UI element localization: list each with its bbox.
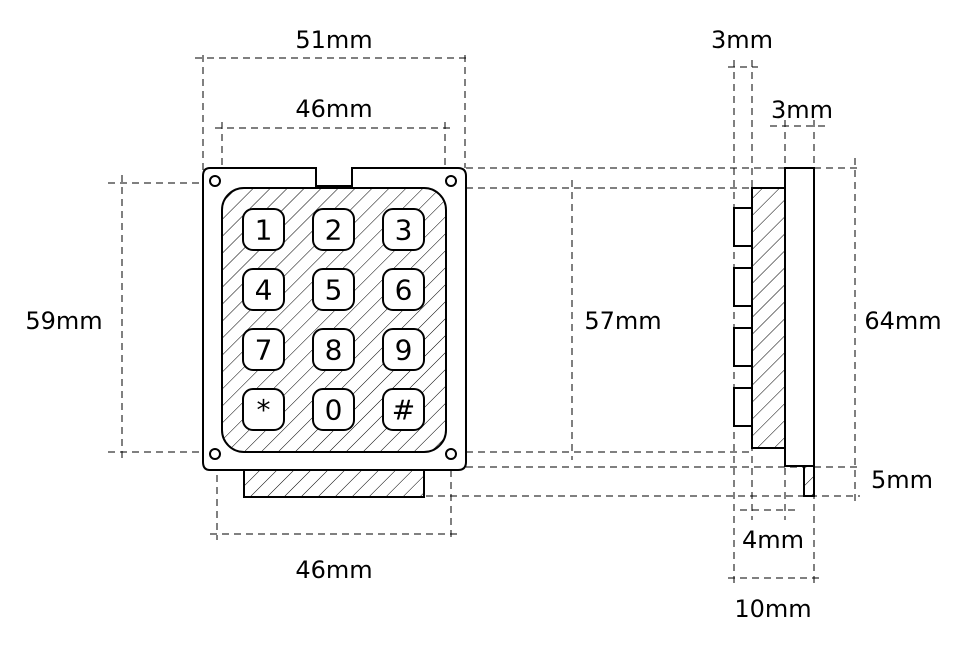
key-9[interactable]: 9	[382, 328, 425, 371]
keypad-membrane	[221, 187, 447, 453]
dim-bottom-width: 46mm	[295, 556, 372, 584]
key-2[interactable]: 2	[312, 208, 355, 251]
dim-side-bottom-a: 5mm	[871, 466, 933, 494]
dim-side-top-a: 3mm	[711, 26, 773, 54]
key-label: 1	[255, 214, 273, 247]
key-body	[242, 268, 285, 311]
mounting-hole-bottom-left	[209, 448, 221, 460]
key-1[interactable]: 1	[242, 208, 285, 251]
key-label: 3	[395, 214, 413, 247]
key-label: 6	[395, 274, 413, 307]
key-body	[312, 388, 355, 431]
mounting-hole-top-right	[445, 175, 457, 187]
key-3[interactable]: 3	[382, 208, 425, 251]
key-body	[312, 328, 355, 371]
dim-top-outer-width: 51mm	[295, 26, 372, 54]
side-key-4	[733, 387, 753, 427]
key-label: *	[257, 394, 271, 427]
dim-side-bottom-c: 10mm	[734, 595, 811, 623]
key-body	[382, 268, 425, 311]
key-7[interactable]: 7	[242, 328, 285, 371]
key-label: 5	[325, 274, 343, 307]
side-membrane	[751, 187, 786, 449]
key-label: 4	[255, 274, 273, 307]
key-body	[242, 388, 285, 431]
key-0[interactable]: 0	[312, 388, 355, 431]
key-8[interactable]: 8	[312, 328, 355, 371]
key-5[interactable]: 5	[312, 268, 355, 311]
dim-left-height: 59mm	[25, 307, 102, 335]
key-label: 2	[325, 214, 343, 247]
key-label: #	[392, 394, 415, 427]
dim-side-bottom-b: 4mm	[742, 526, 804, 554]
side-ribbon-connector	[803, 465, 815, 497]
key-body	[312, 268, 355, 311]
key-4[interactable]: 4	[242, 268, 285, 311]
mounting-hole-top-left	[209, 175, 221, 187]
key-label: 0	[325, 394, 343, 427]
keypad-side-view	[733, 167, 815, 497]
side-key-2	[733, 267, 753, 307]
dim-top-inner-width: 46mm	[295, 95, 372, 123]
ribbon-connector	[243, 469, 425, 498]
dimension-labels: 51mm 46mm 59mm 46mm 57mm 64mm 3mm 3mm 5m…	[25, 26, 941, 623]
side-back-plate	[784, 167, 815, 467]
key-#[interactable]: #	[382, 388, 425, 431]
key-body	[382, 388, 425, 431]
key-label: 8	[325, 334, 343, 367]
key-body	[312, 208, 355, 251]
dim-side-height: 64mm	[864, 307, 941, 335]
mounting-hole-bottom-right	[445, 448, 457, 460]
dim-side-top-b: 3mm	[771, 96, 833, 124]
key-6[interactable]: 6	[382, 268, 425, 311]
key-body	[242, 328, 285, 371]
side-key-1	[733, 207, 753, 247]
key-body	[242, 208, 285, 251]
dim-middle-height: 57mm	[584, 307, 661, 335]
key-*[interactable]: *	[242, 388, 285, 431]
side-key-3	[733, 327, 753, 367]
key-body	[382, 208, 425, 251]
keypad-keys: 1 2 3 4 5 6 7 8 9 * 0 #	[242, 208, 425, 431]
key-body	[382, 328, 425, 371]
key-label: 7	[255, 334, 273, 367]
key-label: 9	[395, 334, 413, 367]
